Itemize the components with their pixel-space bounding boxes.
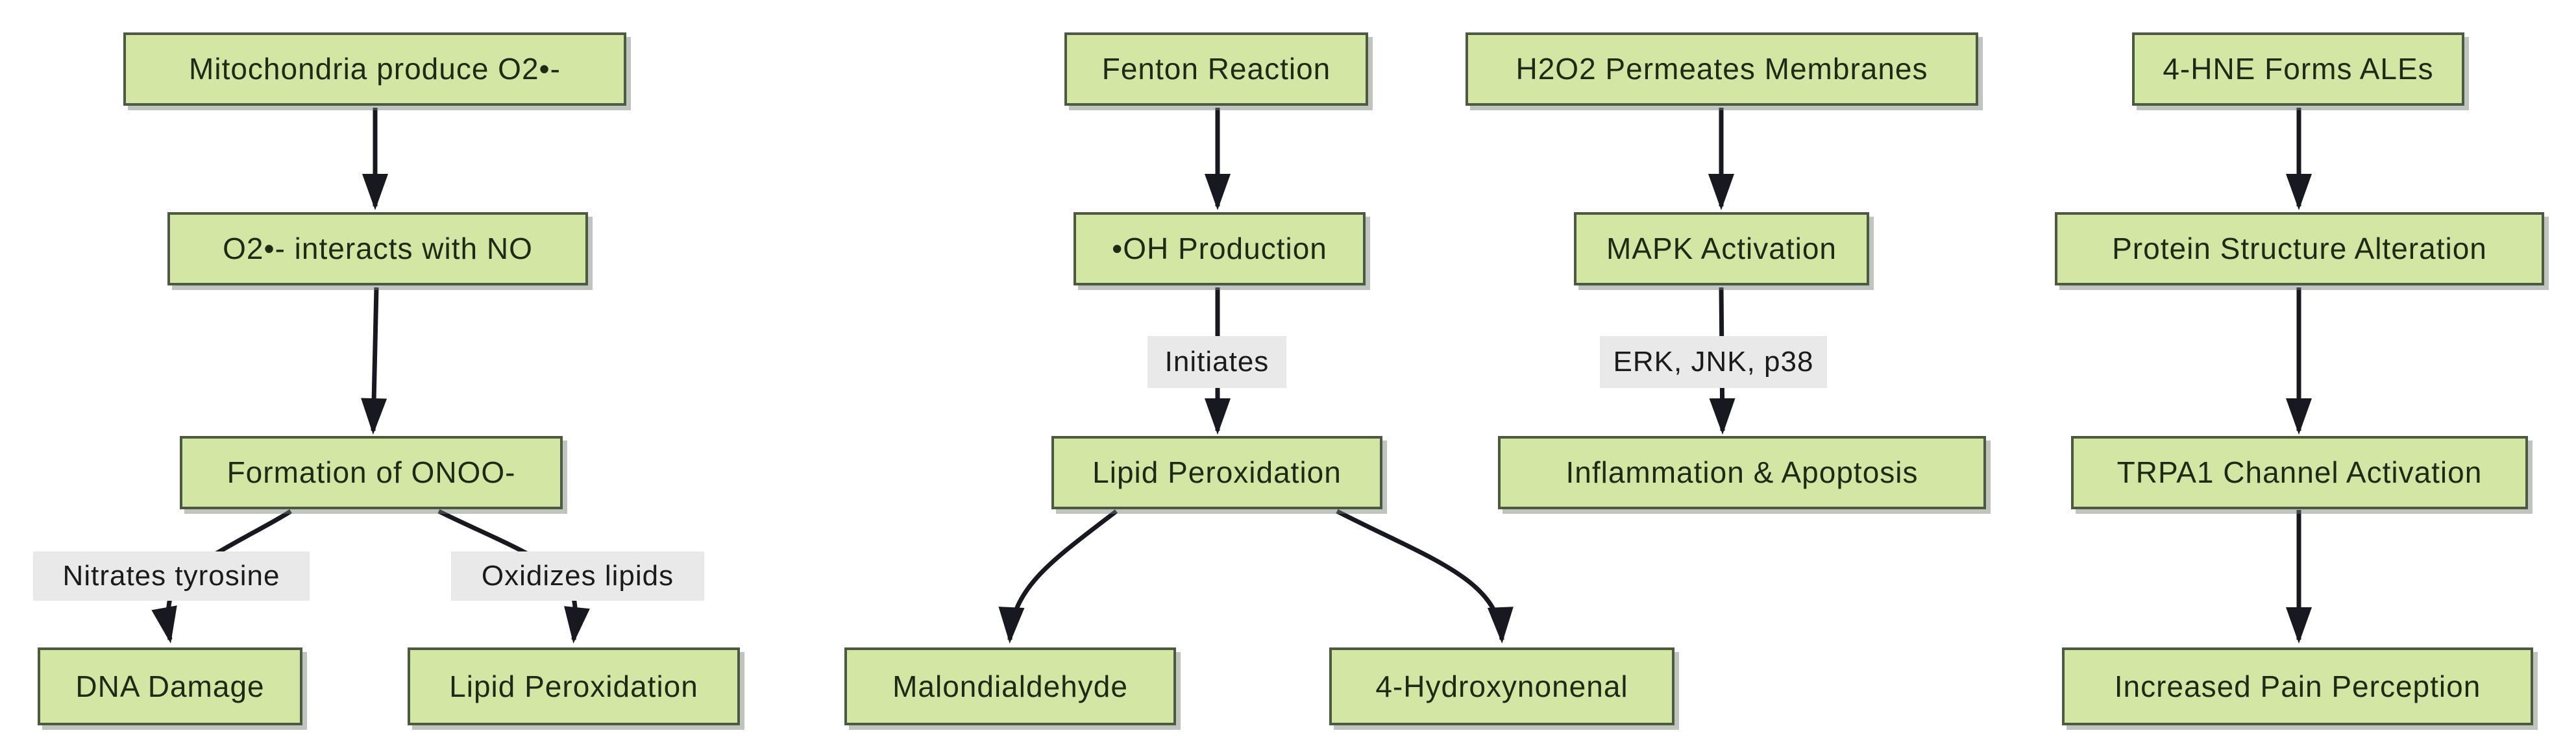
node-malondialdehyde: Malondialdehyde (844, 647, 1176, 725)
node-h2o2-permeates: H2O2 Permeates Membranes (1466, 32, 1978, 106)
node-oh-production: •OH Production (1073, 212, 1366, 285)
arrow-lipid-to-malondialdehyde (998, 509, 1118, 644)
arrow-lipid-to-hydroxynonenal (1336, 509, 1514, 644)
node-hne-forms-ales: 4-HNE Forms ALEs (2132, 32, 2464, 106)
node-lipid-peroxidation-mid: Lipid Peroxidation (1051, 436, 1382, 509)
edge-label-nitrates-tyrosine: Nitrates tyrosine (33, 551, 310, 601)
node-dna-damage: DNA Damage (38, 647, 302, 725)
node-protein-structure: Protein Structure Alteration (2055, 212, 2544, 285)
edge-label-erk-jnk-p38: ERK, JNK, p38 (1600, 336, 1827, 388)
node-mitochondria: Mitochondria produce O2•- (123, 32, 626, 106)
edge-label-initiates: Initiates (1147, 336, 1286, 388)
arrow-o2no-to-onoo (361, 287, 387, 435)
node-formation-onoo: Formation of ONOO- (180, 436, 563, 509)
node-o2-interacts-no: O2•- interacts with NO (167, 212, 588, 285)
node-trpa1-activation: TRPA1 Channel Activation (2071, 436, 2528, 509)
node-inflammation-apoptosis: Inflammation & Apoptosis (1498, 436, 1986, 509)
node-mapk-activation: MAPK Activation (1574, 212, 1869, 285)
node-hydroxynonenal: 4-Hydroxynonenal (1329, 647, 1674, 725)
node-lipid-peroxidation-left: Lipid Peroxidation (408, 647, 740, 725)
edge-label-oxidizes-lipids: Oxidizes lipids (451, 551, 704, 601)
node-pain-perception: Increased Pain Perception (2062, 647, 2533, 725)
node-fenton-reaction: Fenton Reaction (1064, 32, 1368, 106)
